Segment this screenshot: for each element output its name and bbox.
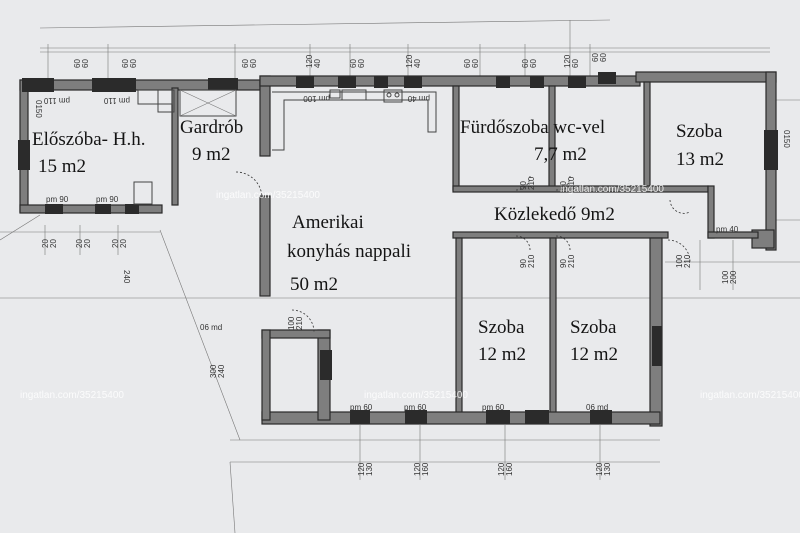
- svg-text:60: 60: [591, 53, 600, 62]
- svg-text:20: 20: [49, 239, 58, 248]
- room-nappali-area: 50 m2: [290, 274, 338, 295]
- watermarks: ingatlan.com/35215400 ingatlan.com/35215…: [20, 184, 800, 401]
- svg-text:20: 20: [75, 239, 84, 248]
- svg-text:60: 60: [571, 59, 580, 68]
- room-eloszoba-label: Előszóba- H.h.: [32, 129, 145, 150]
- dimension-annotations: 60 60 60 60 60 60 120 40 60 60 120 40 60…: [34, 53, 791, 476]
- room-szoba-1-area: 12 m2: [478, 344, 526, 365]
- svg-text:60: 60: [81, 59, 90, 68]
- svg-text:100: 100: [721, 270, 730, 284]
- svg-text:06 md: 06 md: [586, 403, 608, 412]
- svg-text:120: 120: [305, 54, 314, 68]
- svg-text:130: 130: [365, 462, 374, 476]
- svg-text:90: 90: [559, 181, 568, 190]
- svg-text:210: 210: [527, 254, 536, 268]
- svg-text:120: 120: [413, 462, 422, 476]
- svg-text:pm 110: pm 110: [43, 96, 70, 105]
- svg-text:210: 210: [683, 254, 692, 268]
- room-gardrob-label: Gardrób: [180, 117, 243, 138]
- svg-text:120: 120: [595, 462, 604, 476]
- svg-text:90: 90: [559, 259, 568, 268]
- svg-text:60: 60: [599, 53, 608, 62]
- svg-text:60: 60: [463, 59, 472, 68]
- svg-text:90: 90: [519, 181, 528, 190]
- svg-text:pm 60: pm 60: [404, 403, 427, 412]
- svg-text:60: 60: [129, 59, 138, 68]
- svg-text:210: 210: [295, 316, 304, 330]
- room-furdo-area: 7,7 m2: [534, 144, 587, 165]
- svg-text:130: 130: [603, 462, 612, 476]
- svg-text:60: 60: [121, 59, 130, 68]
- watermark-text: ingatlan.com/35215400: [20, 390, 124, 401]
- svg-text:120: 120: [563, 54, 572, 68]
- svg-text:pm 60: pm 60: [482, 403, 505, 412]
- watermark-text: ingatlan.com/35215400: [700, 390, 800, 401]
- svg-text:0150: 0150: [782, 130, 791, 148]
- svg-text:210: 210: [567, 176, 576, 190]
- svg-text:06 md: 06 md: [200, 323, 222, 332]
- room-szoba-east-label: Szoba: [676, 121, 723, 142]
- svg-text:240: 240: [217, 364, 226, 378]
- svg-text:100: 100: [675, 254, 684, 268]
- svg-text:60: 60: [249, 59, 258, 68]
- svg-text:240: 240: [122, 270, 131, 284]
- svg-text:60: 60: [529, 59, 538, 68]
- watermark-text: ingatlan.com/35215400: [216, 190, 320, 201]
- svg-text:100: 100: [287, 316, 296, 330]
- room-szoba-2-label: Szoba: [570, 317, 617, 338]
- svg-text:20: 20: [119, 239, 128, 248]
- svg-text:40: 40: [413, 59, 422, 68]
- dimension-lines: [0, 19, 800, 533]
- svg-text:210: 210: [527, 176, 536, 190]
- windows: [18, 72, 778, 424]
- svg-text:60: 60: [471, 59, 480, 68]
- room-eloszoba-area: 15 m2: [38, 156, 86, 177]
- svg-text:20: 20: [111, 239, 120, 248]
- svg-text:pm 40: pm 40: [407, 94, 430, 103]
- room-gardrob-area: 9 m2: [192, 144, 231, 165]
- svg-text:40: 40: [313, 59, 322, 68]
- room-kozlekedo-label: Közlekedő 9m2: [494, 204, 615, 225]
- svg-text:60: 60: [357, 59, 366, 68]
- svg-text:pm 90: pm 90: [96, 195, 119, 204]
- watermark-text: ingatlan.com/35215400: [560, 184, 664, 195]
- room-furdo-label: Fürdőszoba wc-vel: [460, 117, 605, 138]
- svg-text:pm 110: pm 110: [103, 96, 130, 105]
- svg-text:200: 200: [729, 270, 738, 284]
- room-nappali-label-2: konyhás nappali: [287, 241, 411, 262]
- svg-text:160: 160: [505, 462, 514, 476]
- svg-text:20: 20: [83, 239, 92, 248]
- svg-text:0150: 0150: [34, 100, 43, 118]
- room-szoba-2-area: 12 m2: [570, 344, 618, 365]
- svg-text:160: 160: [421, 462, 430, 476]
- svg-text:pm 90: pm 90: [46, 195, 69, 204]
- svg-text:20: 20: [41, 239, 50, 248]
- door-swings: [235, 171, 691, 333]
- svg-text:pm 100: pm 100: [303, 94, 330, 103]
- svg-text:120: 120: [357, 462, 366, 476]
- svg-text:120: 120: [497, 462, 506, 476]
- svg-text:60: 60: [349, 59, 358, 68]
- room-szoba-east-area: 13 m2: [676, 149, 724, 170]
- svg-text:pm 40: pm 40: [716, 225, 739, 234]
- svg-text:210: 210: [567, 254, 576, 268]
- room-nappali-label-1: Amerikai: [292, 212, 364, 233]
- svg-text:60: 60: [73, 59, 82, 68]
- svg-text:60: 60: [241, 59, 250, 68]
- svg-text:120: 120: [405, 54, 414, 68]
- room-szoba-1-label: Szoba: [478, 317, 525, 338]
- watermark-text: ingatlan.com/35215400: [364, 390, 468, 401]
- svg-text:pm 60: pm 60: [350, 403, 373, 412]
- svg-text:300: 300: [209, 364, 218, 378]
- svg-text:90: 90: [519, 259, 528, 268]
- kitchen-counter: [133, 89, 437, 205]
- svg-text:60: 60: [521, 59, 530, 68]
- room-labels: Előszóba- H.h. 15 m2 Gardrób 9 m2 Amerik…: [32, 117, 724, 365]
